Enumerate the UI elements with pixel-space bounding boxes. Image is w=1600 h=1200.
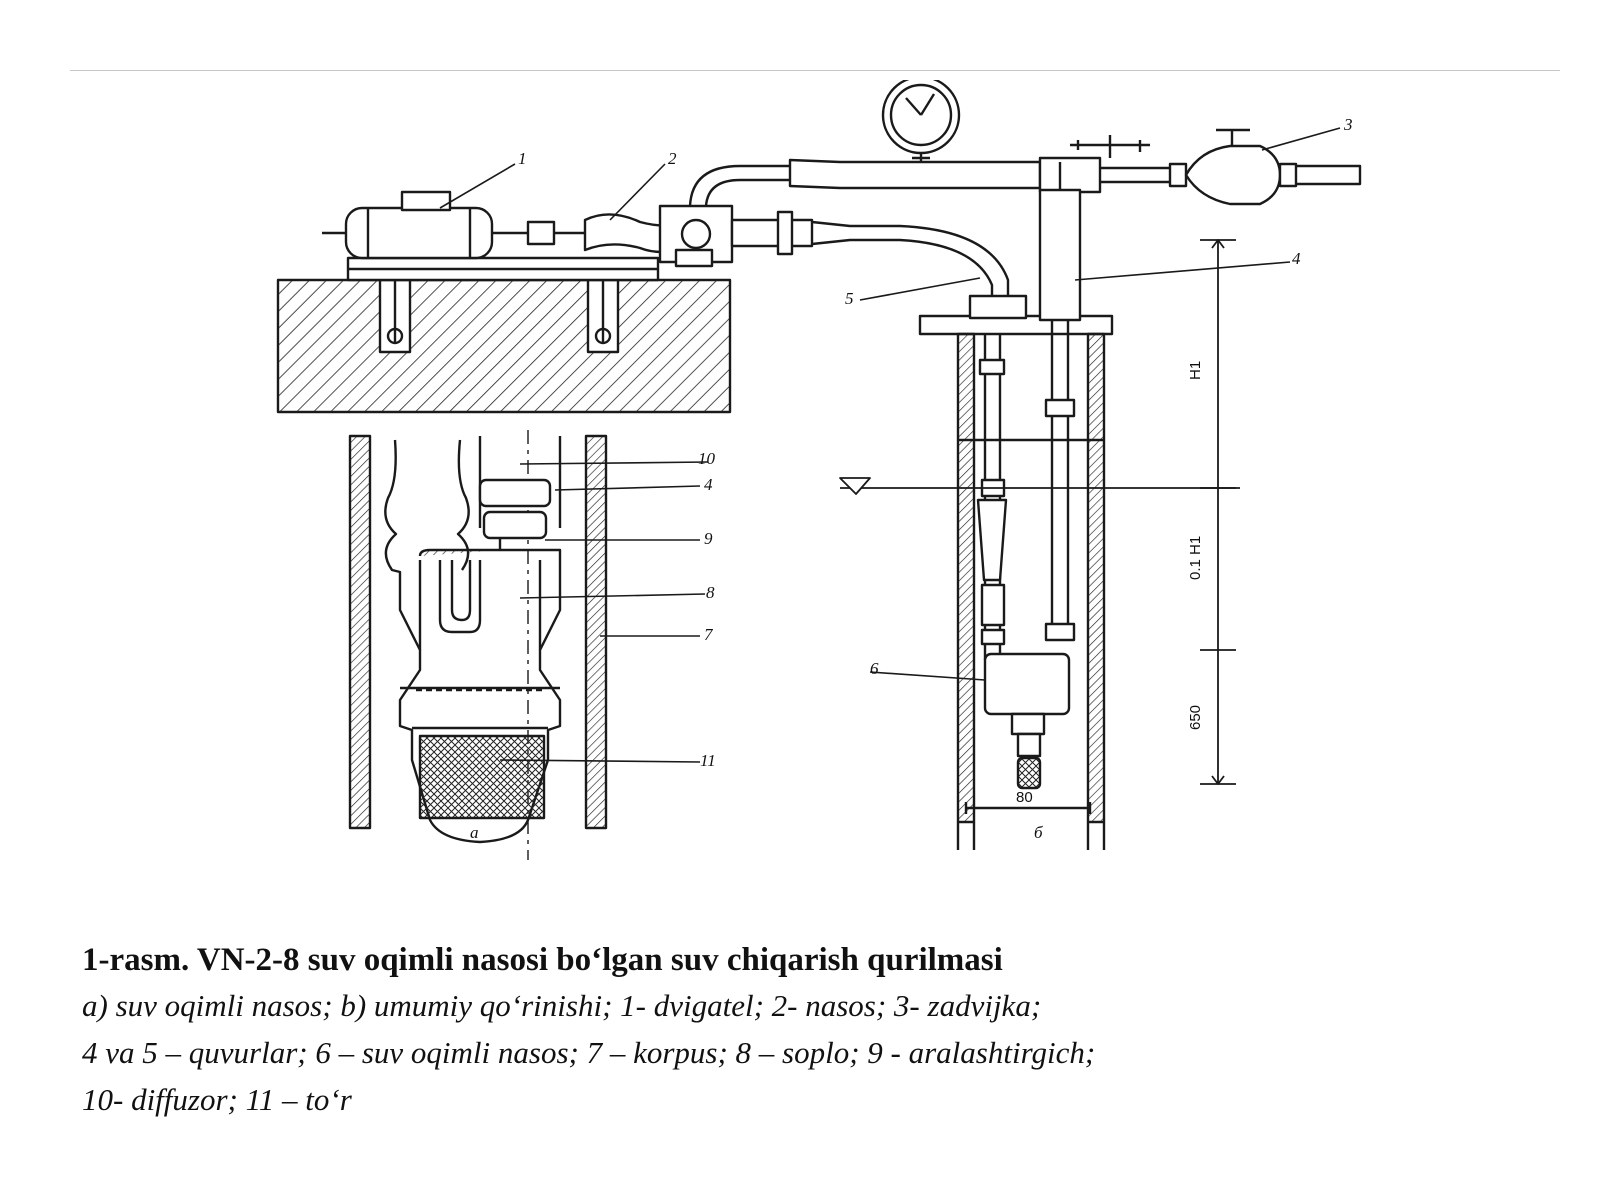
dim-h3: 650 — [1187, 705, 1204, 730]
part-label-11: 11 — [700, 751, 716, 770]
caption-line-3: 10- diffuzor; 11 – to‘r — [82, 1082, 352, 1117]
pressure-gauge — [881, 80, 961, 162]
water-level-marker — [839, 477, 1240, 495]
top-rule — [70, 70, 1560, 71]
pump-diagram: 1 2 3 4 5 6 7 8 9 4 10 11 a б H1 0.1 H1 … — [276, 80, 1362, 860]
part-label-3: 3 — [1343, 115, 1353, 134]
well-casing-b — [918, 162, 1114, 850]
dimension-labels: H1 0.1 H1 650 80 — [1016, 361, 1204, 806]
part-label-9: 9 — [704, 529, 713, 548]
surface-pump — [583, 204, 734, 268]
part-label-6: 6 — [870, 659, 879, 678]
part-label-5: 5 — [845, 289, 854, 308]
motor — [322, 190, 590, 260]
part-label-7: 7 — [704, 625, 714, 644]
part-label-10: 10 — [698, 449, 716, 468]
caption-body: a) suv oqimli nasos; b) umumiy qo‘rinish… — [82, 982, 1572, 1123]
caption-line-2: 4 va 5 – quvurlar; 6 – suv oqimli nasos;… — [82, 1035, 1096, 1070]
part-label-2: 2 — [668, 149, 677, 168]
caption-line-1: a) suv oqimli nasos; b) umumiy qo‘rinish… — [82, 988, 1042, 1023]
part-label-8: 8 — [706, 583, 715, 602]
part-label-4a: 4 — [704, 475, 713, 494]
leader-lines — [439, 127, 1341, 763]
dim-d: 80 — [1016, 789, 1033, 806]
jet-pump-detail-a — [348, 430, 608, 860]
dim-h2: 0.1 H1 — [1187, 536, 1204, 580]
dimension-line — [1200, 239, 1236, 785]
part-label-4b: 4 — [1292, 249, 1301, 268]
caption-title: 1-rasm. VN-2-8 suv oqimli nasosi bo‘lgan… — [82, 942, 1003, 978]
lower-supply-pipe — [730, 210, 1010, 296]
figure-caption: 1-rasm. VN-2-8 suv oqimli nasosi bo‘lgan… — [82, 938, 1572, 1123]
part-label-1: 1 — [518, 149, 527, 168]
foundation-block — [276, 256, 732, 414]
upper-discharge-pipe — [688, 128, 1362, 207]
view-label-a: a — [470, 823, 479, 842]
part-label-group: 1 2 3 4 5 6 7 8 9 4 10 11 a б — [470, 115, 1353, 842]
dim-h1: H1 — [1187, 361, 1204, 380]
view-label-b: б — [1034, 823, 1043, 842]
